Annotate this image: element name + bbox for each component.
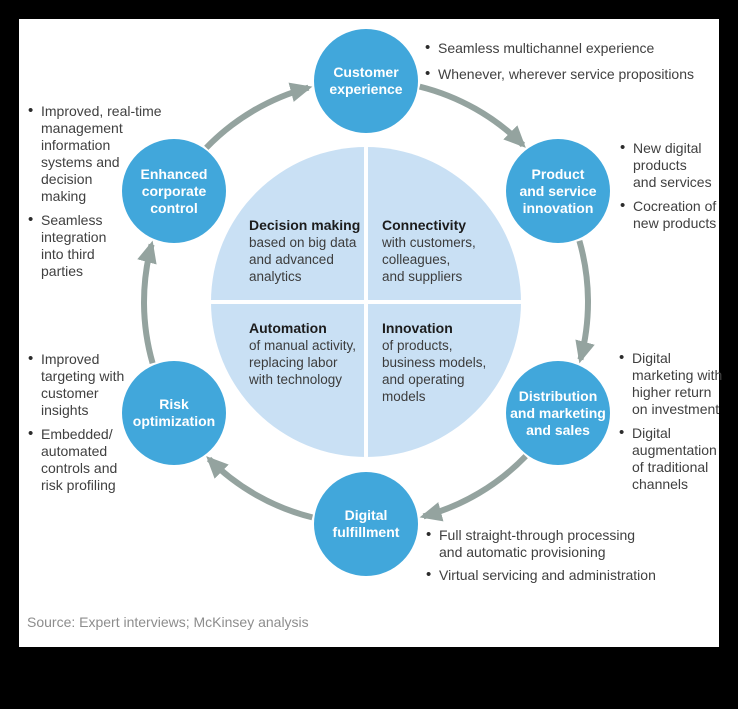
bullet-item: Full straight-through processing and aut… (426, 526, 716, 561)
arrow-product-to-distribution (575, 239, 595, 364)
bullets-risk-optimization: Improved targeting with customer insight… (28, 350, 158, 501)
quadrant-body: of manual activity, replacing labor with… (249, 338, 357, 387)
bullet-item: Seamless integration into third parties (28, 211, 168, 280)
bullet-item: Embedded/ automated controls and risk pr… (28, 425, 158, 494)
node-distribution-marketing-sales: Distribution and marketing and sales (506, 361, 610, 465)
bullets-customer-experience: Seamless multichannel experience Wheneve… (425, 39, 725, 92)
node-label: Digital fulfillment (332, 507, 400, 540)
quadrant-body: with customers, colleagues, and supplier… (382, 235, 476, 284)
arrow-digital-to-risk (206, 456, 314, 521)
node-customer-experience: Customer experience (314, 29, 418, 133)
arrow-enhanced-to-customer (204, 82, 313, 150)
arrow-distribution-to-digital (419, 454, 528, 522)
bullets-enhanced-corporate-control: Improved, real-time management informati… (28, 102, 168, 287)
node-digital-fulfillment: Digital fulfillment (314, 472, 418, 576)
bullet-item: Improved targeting with customer insight… (28, 350, 158, 419)
center-circle: Decision making based on big data and ad… (211, 147, 521, 457)
quadrant-innovation: Innovation of products, business models,… (382, 320, 514, 405)
quadrant-automation: Automation of manual activity, replacing… (249, 320, 381, 388)
quadrant-connectivity: Connectivity with customers, colleagues,… (382, 217, 514, 285)
bullet-item: Digital marketing with higher return on … (619, 349, 734, 418)
source-note: Source: Expert interviews; McKinsey anal… (27, 614, 309, 630)
bullet-item: Digital augmentation of traditional chan… (619, 424, 734, 493)
node-label: Customer experience (329, 64, 403, 97)
diagram-canvas: Decision making based on big data and ad… (19, 19, 722, 647)
node-label: Distribution and marketing and sales (510, 387, 606, 438)
bullet-item: Virtual servicing and administration (426, 566, 716, 584)
quadrant-title: Automation (249, 320, 327, 336)
quadrant-decision-making: Decision making based on big data and ad… (249, 217, 381, 285)
bullet-item: Cocreation of new products (620, 197, 730, 232)
quadrant-divider-horizontal (211, 300, 521, 304)
bullets-digital-fulfillment: Full straight-through processing and aut… (426, 526, 716, 590)
node-label: Product and service innovation (519, 165, 597, 216)
bullets-distribution-marketing-sales: Digital marketing with higher return on … (619, 349, 734, 500)
bullets-product-service-innovation: New digital products and services Cocrea… (620, 139, 730, 239)
bullet-item: Whenever, wherever service propositions (425, 65, 725, 83)
quadrant-body: based on big data and advanced analytics (249, 235, 357, 284)
quadrant-title: Innovation (382, 320, 453, 336)
arrow-customer-to-product (418, 83, 526, 148)
quadrant-body: of products, business models, and operat… (382, 338, 487, 404)
node-product-service-innovation: Product and service innovation (506, 139, 610, 243)
quadrant-title: Connectivity (382, 217, 467, 233)
bullet-item: Seamless multichannel experience (425, 39, 725, 57)
quadrant-title: Decision making (249, 217, 361, 233)
bullet-item: Improved, real-time management informati… (28, 102, 168, 205)
bullet-item: New digital products and services (620, 139, 730, 191)
